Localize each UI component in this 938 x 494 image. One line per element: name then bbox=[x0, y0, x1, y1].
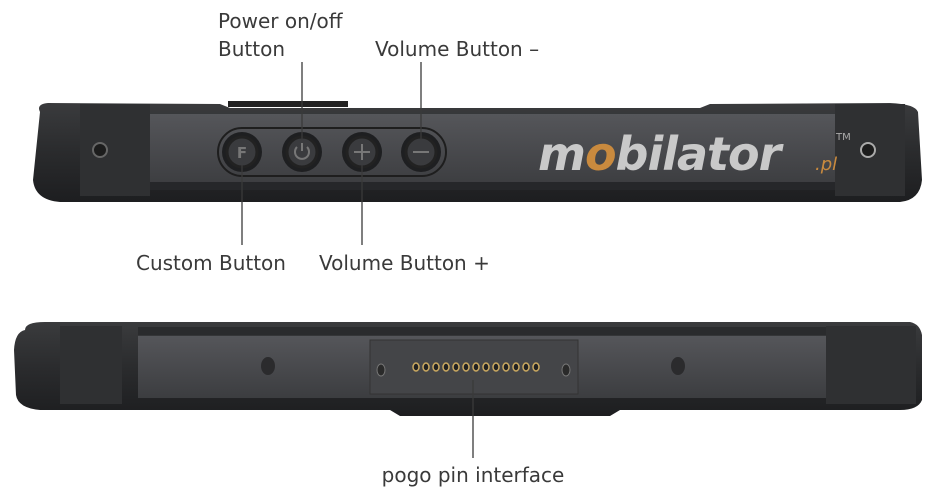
label-power-line2: Button bbox=[218, 37, 285, 61]
pogo-pin bbox=[452, 362, 460, 372]
label-volume-minus: Volume Button – bbox=[375, 37, 539, 61]
label-power-line1: Power on/off bbox=[218, 9, 344, 33]
label-custom-button: Custom Button bbox=[136, 251, 286, 275]
svg-text:.pl: .pl bbox=[815, 154, 837, 175]
pogo-pin bbox=[482, 362, 490, 372]
custom-button-glyph: F bbox=[237, 144, 247, 162]
svg-text:mobilator: mobilator bbox=[538, 127, 785, 181]
pogo-pin bbox=[412, 362, 420, 372]
mobilator-logo: mobilator .pl TM bbox=[538, 127, 851, 181]
screw-icon bbox=[860, 142, 876, 158]
bottom-edge-view bbox=[14, 322, 922, 416]
screw-icon bbox=[92, 142, 108, 158]
pogo-pin bbox=[422, 362, 430, 372]
top-panel bbox=[150, 114, 835, 186]
top-edge-view: F mobilator .pl TM bbox=[33, 101, 922, 202]
pogo-pin bbox=[522, 362, 530, 372]
label-pogo-pin: pogo pin interface bbox=[382, 463, 565, 487]
svg-text:TM: TM bbox=[835, 132, 851, 143]
pogo-pin bbox=[462, 362, 470, 372]
plus-icon bbox=[354, 144, 370, 160]
pogo-pin bbox=[502, 362, 510, 372]
pogo-pin bbox=[472, 362, 480, 372]
pogo-pins bbox=[412, 362, 540, 372]
custom-button[interactable]: F bbox=[222, 132, 262, 172]
power-icon bbox=[294, 143, 310, 160]
screw-icon bbox=[671, 357, 685, 375]
pogo-pin bbox=[512, 362, 520, 372]
label-volume-plus: Volume Button + bbox=[319, 251, 490, 275]
pogo-pin bbox=[442, 362, 450, 372]
pogo-pin bbox=[432, 362, 440, 372]
volume-down-button[interactable] bbox=[401, 132, 441, 172]
screw-icon bbox=[261, 357, 275, 375]
pogo-pin bbox=[492, 362, 500, 372]
volume-up-button[interactable] bbox=[342, 132, 382, 172]
pogo-pin bbox=[532, 362, 540, 372]
